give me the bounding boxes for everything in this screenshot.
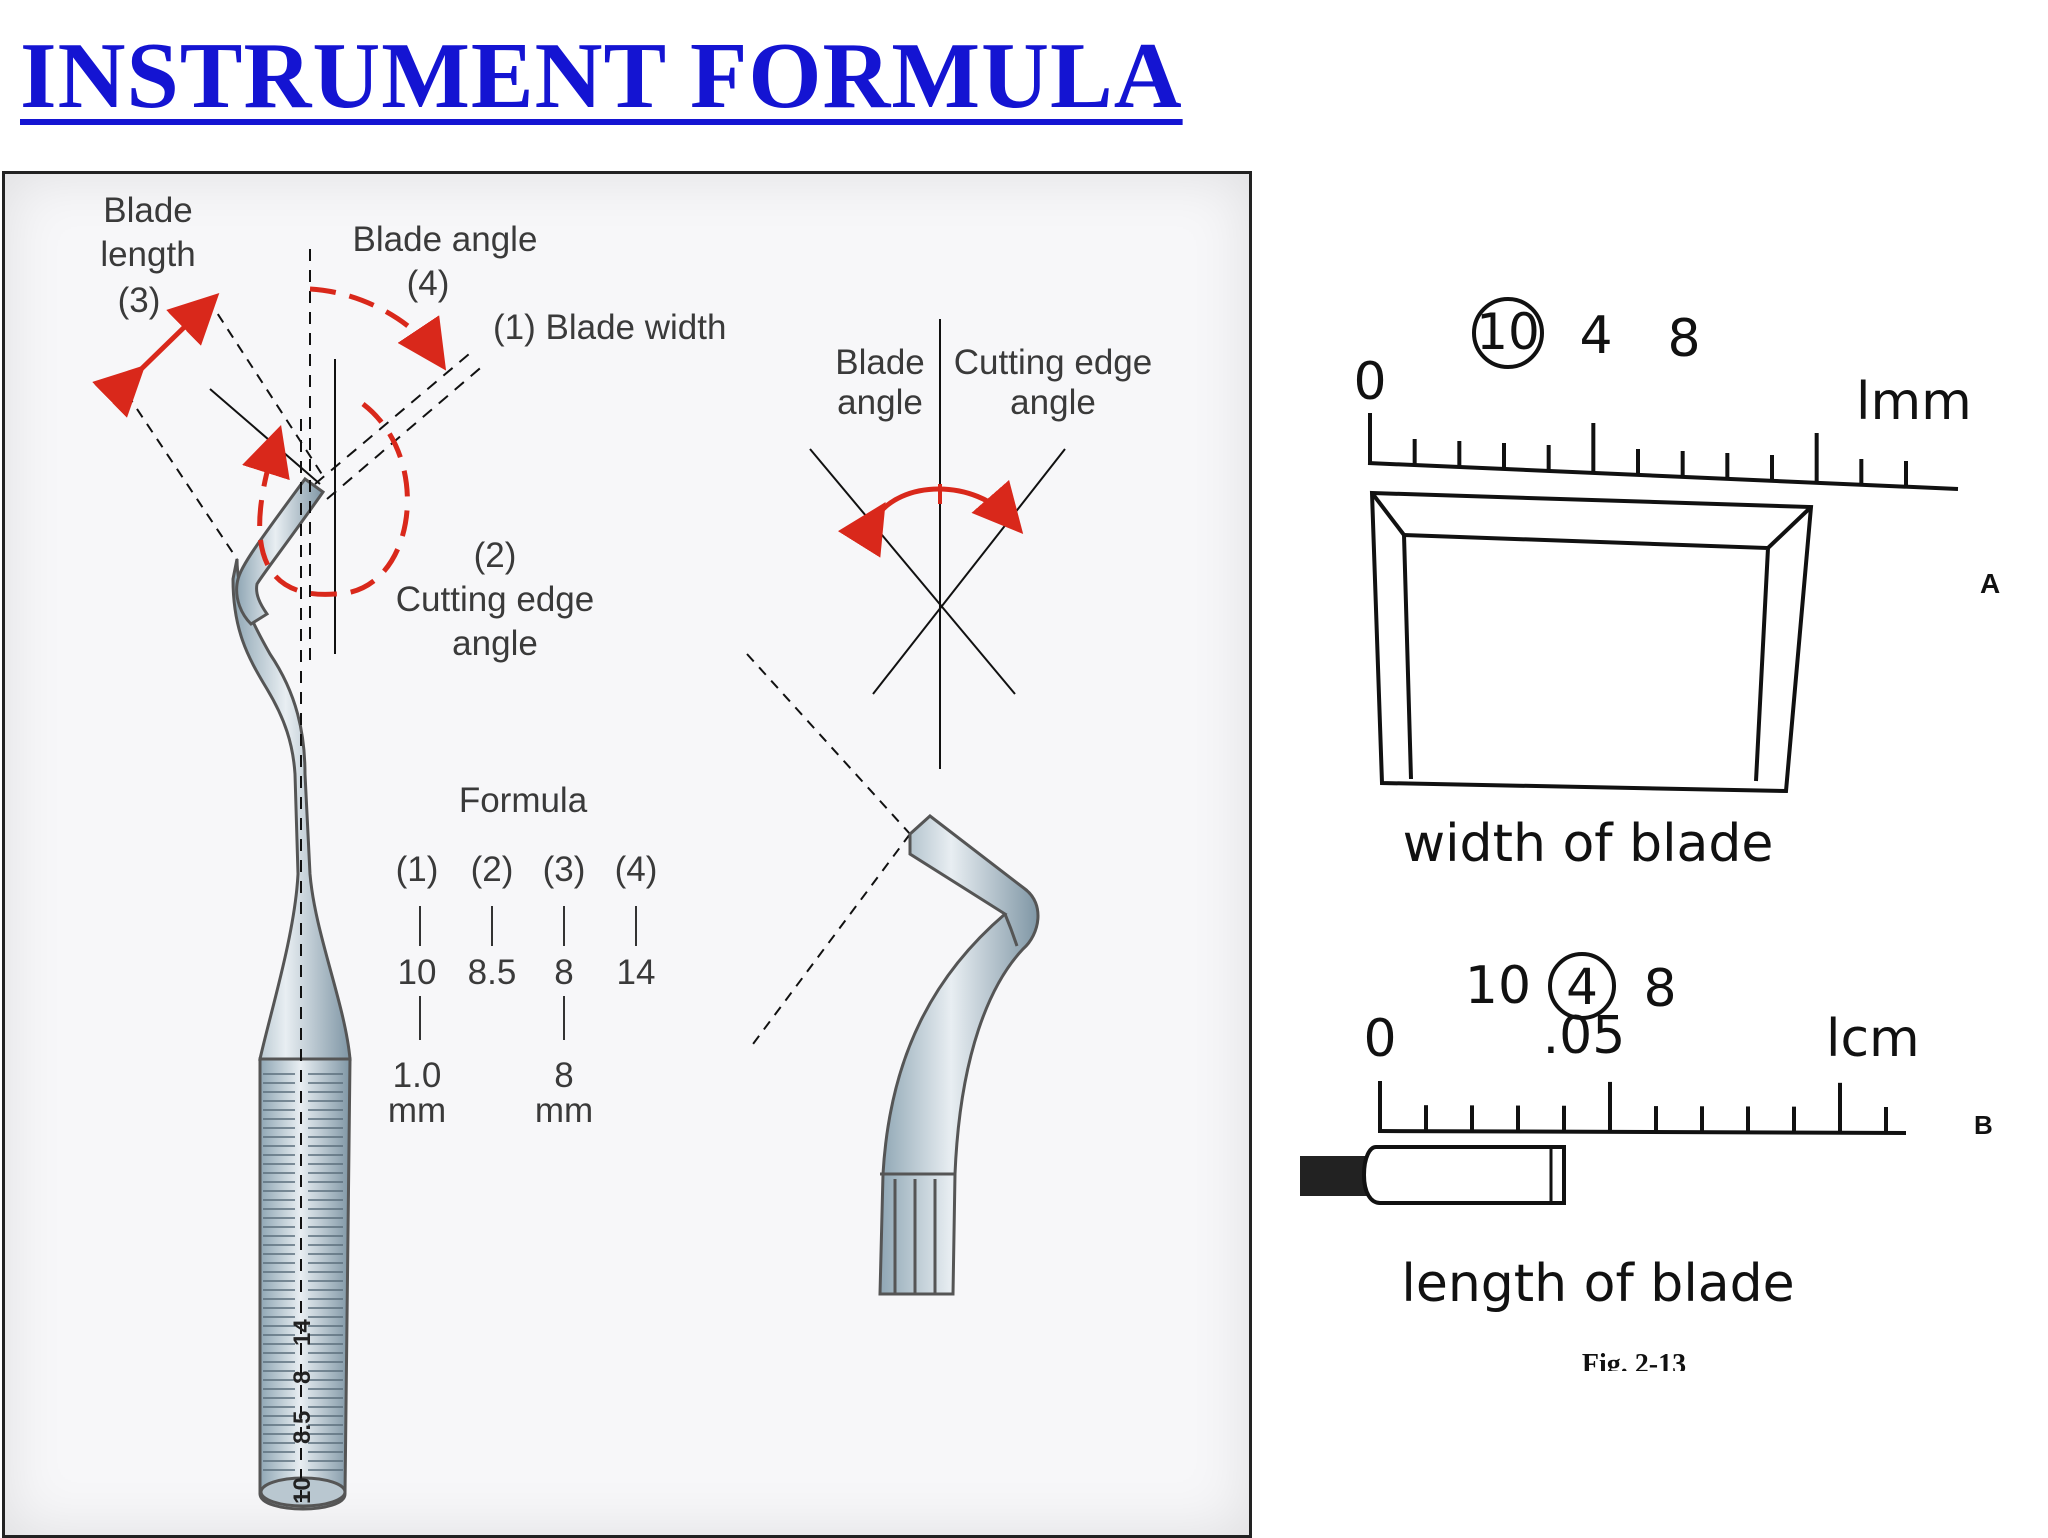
blade-angle-arrow xyxy=(309,286,447,371)
fig-a: 10 4 8 0 lmm width of blade A xyxy=(1353,297,2000,874)
fig-b-ruler-end: lcm xyxy=(1826,1009,1920,1069)
formula-table: Formula (1) (2) (3) (4) 10 8.5 8 14 1.0 … xyxy=(388,781,658,1130)
fig-b-formula-10: 10 xyxy=(1465,956,1531,1016)
cutting-edge-label-2: Cutting edge xyxy=(396,580,594,619)
handle-engraving: 10 8.5 8 14 xyxy=(289,1319,316,1504)
fig-b-letter: B xyxy=(1974,1110,1993,1140)
formula-index-4: (4) xyxy=(615,850,658,889)
scanned-figure: 10 4 8 0 lmm width of blade A 10 4 8 0 .… xyxy=(1300,297,2000,1371)
engraving-8-5: 8.5 xyxy=(289,1411,316,1444)
formula-value-4: 14 xyxy=(617,953,656,992)
circled-10 xyxy=(1472,297,1544,369)
blade-length-label-3: (3) xyxy=(118,281,161,320)
diagram-canvas: 10 8.5 8 14 Blade length (3) Blade angle… xyxy=(92,191,1152,1511)
fig-b-caption: length of blade xyxy=(1401,1254,1794,1314)
formula-value-1: 10 xyxy=(398,953,437,992)
fig-a-ruler xyxy=(1367,413,1959,491)
blade-length-sketch xyxy=(1300,1145,1566,1205)
angle-sketch: Blade angle Cutting edge angle xyxy=(809,319,1152,769)
blade-width-outline xyxy=(1369,490,1814,794)
instrument-shank xyxy=(231,558,352,1061)
small-cutting-edge-2: angle xyxy=(1010,383,1096,422)
cutting-edge-label-3: angle xyxy=(452,624,538,663)
fig-b: 10 4 8 0 .05 lcm length of blade B xyxy=(1300,952,1993,1314)
instrument-formula-diagram: 10 8.5 8 14 Blade length (3) Blade angle… xyxy=(2,171,1252,1538)
blade-angle-label-1: Blade angle xyxy=(353,220,538,259)
blade-width-label: (1) Blade width xyxy=(493,308,726,347)
instrument-illustration: 10 8.5 8 14 xyxy=(231,419,352,1511)
formula-value-2: 8.5 xyxy=(468,953,517,992)
blade-length-label-2: length xyxy=(100,235,195,274)
formula-measure-3b: mm xyxy=(535,1091,593,1130)
formula-index-2: (2) xyxy=(471,850,514,889)
fig-b-ruler-mid: .05 xyxy=(1543,1006,1626,1066)
magnified-instrument-tip xyxy=(746,653,1040,1296)
cutting-edge-label-1: (2) xyxy=(474,536,517,575)
small-blade-angle-1: Blade xyxy=(835,343,925,382)
blade-angle-label-2: (4) xyxy=(407,264,450,303)
formula-index-3: (3) xyxy=(543,850,586,889)
fig-a-letter: A xyxy=(1980,568,2000,599)
fig-b-formula-4: 4 xyxy=(1566,958,1598,1016)
fig-a-formula-8: 8 xyxy=(1667,309,1700,369)
red-arrows xyxy=(92,286,447,597)
formula-value-3: 8 xyxy=(554,953,573,992)
formula-measure-1b: mm xyxy=(388,1091,446,1130)
fig-a-formula-10: 10 xyxy=(1476,303,1540,361)
fig-a-formula-4: 4 xyxy=(1579,306,1612,366)
handle-end xyxy=(259,1476,347,1508)
formula-heading: Formula xyxy=(459,781,588,820)
blade-length-label-1: Blade xyxy=(103,191,193,230)
formula-measure-3a: 8 xyxy=(554,1056,573,1095)
small-cutting-edge-1: Cutting edge xyxy=(954,343,1152,382)
engraving-10: 10 xyxy=(289,1477,316,1504)
fig-b-ruler-start: 0 xyxy=(1363,1009,1396,1069)
circled-4 xyxy=(1548,952,1616,1020)
cutting-edge-angle-arrow xyxy=(242,402,410,597)
engraving-8: 8 xyxy=(289,1371,316,1384)
fig-a-ruler-start: 0 xyxy=(1353,352,1386,412)
fig-b-formula-8: 8 xyxy=(1643,959,1676,1019)
fig-b-ruler xyxy=(1377,1081,1907,1135)
blade-length-arrow xyxy=(92,293,220,418)
fig-a-ruler-end: lmm xyxy=(1856,372,1972,432)
page-title: INSTRUMENT FORMULA xyxy=(20,24,1183,128)
fig-a-caption: width of blade xyxy=(1403,814,1774,874)
formula-measure-1a: 1.0 xyxy=(393,1056,442,1095)
instrument-blade xyxy=(235,476,326,626)
angle-sketch-arrows xyxy=(837,479,1024,558)
formula-index-1: (1) xyxy=(396,850,439,889)
small-blade-angle-2: angle xyxy=(837,383,923,422)
engraving-14: 14 xyxy=(289,1319,316,1346)
figure-label: Fig. 2-13 xyxy=(1582,1349,1686,1371)
handle-grip-serrations xyxy=(263,1073,343,1471)
